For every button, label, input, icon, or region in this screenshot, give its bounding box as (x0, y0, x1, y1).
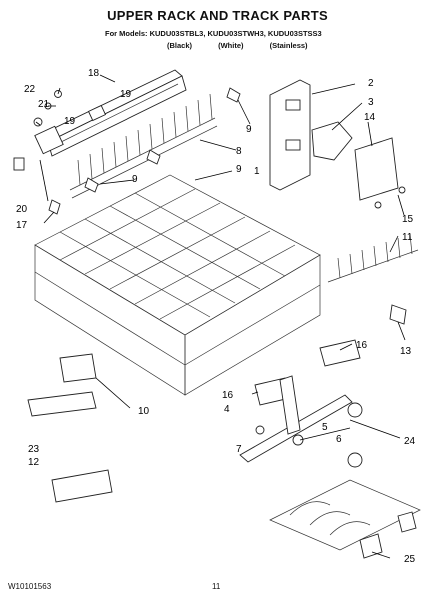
callout-12: 12 (28, 457, 40, 468)
callout-9c: 9 (132, 174, 138, 185)
callout-8: 8 (236, 146, 242, 157)
rack-bracket (354, 137, 406, 209)
upper-rack-basket (34, 174, 321, 396)
variant-stainless: (Stainless) (269, 41, 308, 50)
tine-row-left (69, 93, 218, 199)
callout-20: 20 (16, 204, 28, 215)
callout-13: 13 (400, 346, 412, 357)
document-number: W10101563 (8, 582, 52, 591)
callout-19b: 19 (64, 116, 76, 127)
rack-clips (359, 511, 417, 559)
cup-shelf-tines (327, 233, 419, 283)
callout-2: 2 (368, 78, 374, 89)
callout-6: 6 (336, 434, 342, 445)
callout-16a: 16 (356, 340, 368, 351)
rack-handle-parts (27, 353, 113, 503)
callout-1: 1 (254, 166, 260, 177)
wire-rack-insert (269, 479, 421, 551)
rack-adjuster-assembly (269, 79, 353, 191)
callout-9b: 9 (236, 164, 242, 175)
callout-22: 22 (24, 84, 36, 95)
tine-clips (48, 87, 241, 215)
leader-lines (35, 74, 406, 559)
callout-25: 25 (404, 554, 416, 565)
finish-variants: (Black) (White) (Stainless) (167, 41, 367, 50)
callout-7: 7 (236, 444, 242, 455)
callout-10: 10 (138, 406, 150, 417)
callout-labels: 1 2 3 4 5 6 7 8 9 9 9 10 11 12 13 14 15 … (16, 68, 416, 565)
page-number: 11 (212, 582, 221, 591)
callout-9a: 9 (246, 124, 252, 135)
shelf-clip (389, 304, 407, 325)
lower-track-assembly (239, 339, 363, 468)
callout-11: 11 (402, 232, 413, 243)
callout-3: 3 (368, 97, 374, 108)
callout-17: 17 (16, 220, 28, 231)
callout-5: 5 (322, 422, 328, 433)
upper-track-rail (34, 69, 187, 157)
variant-white: (White) (218, 41, 244, 50)
callout-16b: 16 (222, 390, 234, 401)
model-list: For Models: KUDU03STBL3, KUDU03STWH3, KU… (105, 29, 322, 38)
page-title: UPPER RACK AND TRACK PARTS (107, 8, 328, 23)
callout-14: 14 (364, 112, 376, 123)
callout-19a: 19 (120, 89, 132, 100)
callout-24: 24 (404, 436, 416, 447)
callout-21: 21 (38, 99, 50, 110)
callout-23: 23 (28, 444, 40, 455)
variant-black: (Black) (167, 41, 193, 50)
callout-15a: 15 (402, 214, 414, 225)
callout-4: 4 (224, 404, 230, 415)
callout-18: 18 (88, 68, 100, 79)
